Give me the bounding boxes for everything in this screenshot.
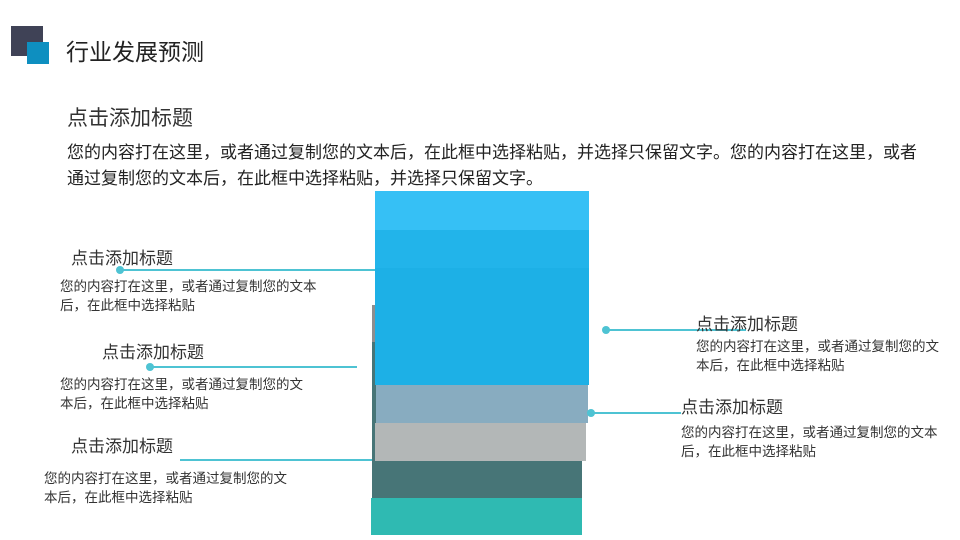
block-2 xyxy=(376,385,588,423)
intro-title: 点击添加标题 xyxy=(67,106,193,130)
connector-dot xyxy=(587,409,595,417)
connector-dot xyxy=(116,266,124,274)
block-3 xyxy=(375,423,586,461)
item-body: 您的内容打在这里，或者通过复制您的文本后，在此框中选择粘贴 xyxy=(60,377,303,412)
item-body: 您的内容打在这里，或者通过复制您的文本后，在此框中选择粘贴 xyxy=(696,339,939,374)
block-gray-edge xyxy=(372,305,376,345)
item-title: 点击添加标题 xyxy=(102,343,204,363)
connector-dot xyxy=(146,363,154,371)
connector-dot xyxy=(602,326,610,334)
block-1 xyxy=(375,191,589,385)
item-title: 点击添加标题 xyxy=(71,249,173,269)
connector-line xyxy=(180,459,372,461)
connector-line xyxy=(150,366,357,368)
item-title: 点击添加标题 xyxy=(681,398,783,418)
connector-line xyxy=(120,269,375,271)
page-title: 行业发展预测 xyxy=(66,40,204,66)
intro-body: 您的内容打在这里，或者通过复制您的文本后，在此框中选择粘贴，并选择只保留文字。您… xyxy=(67,143,917,189)
connector-line xyxy=(606,329,746,331)
item-body: 您的内容打在这里，或者通过复制您的文本后，在此框中选择粘贴 xyxy=(44,471,287,506)
item-body: 您的内容打在这里，或者通过复制您的文本后，在此框中选择粘贴 xyxy=(60,279,317,314)
logo-square-blue xyxy=(27,42,49,64)
block-5 xyxy=(371,498,582,535)
connector-line xyxy=(591,412,681,414)
item-body: 您的内容打在这里，或者通过复制您的文本后，在此框中选择粘贴 xyxy=(681,425,938,460)
item-title: 点击添加标题 xyxy=(71,437,173,457)
item-title: 点击添加标题 xyxy=(696,315,798,335)
